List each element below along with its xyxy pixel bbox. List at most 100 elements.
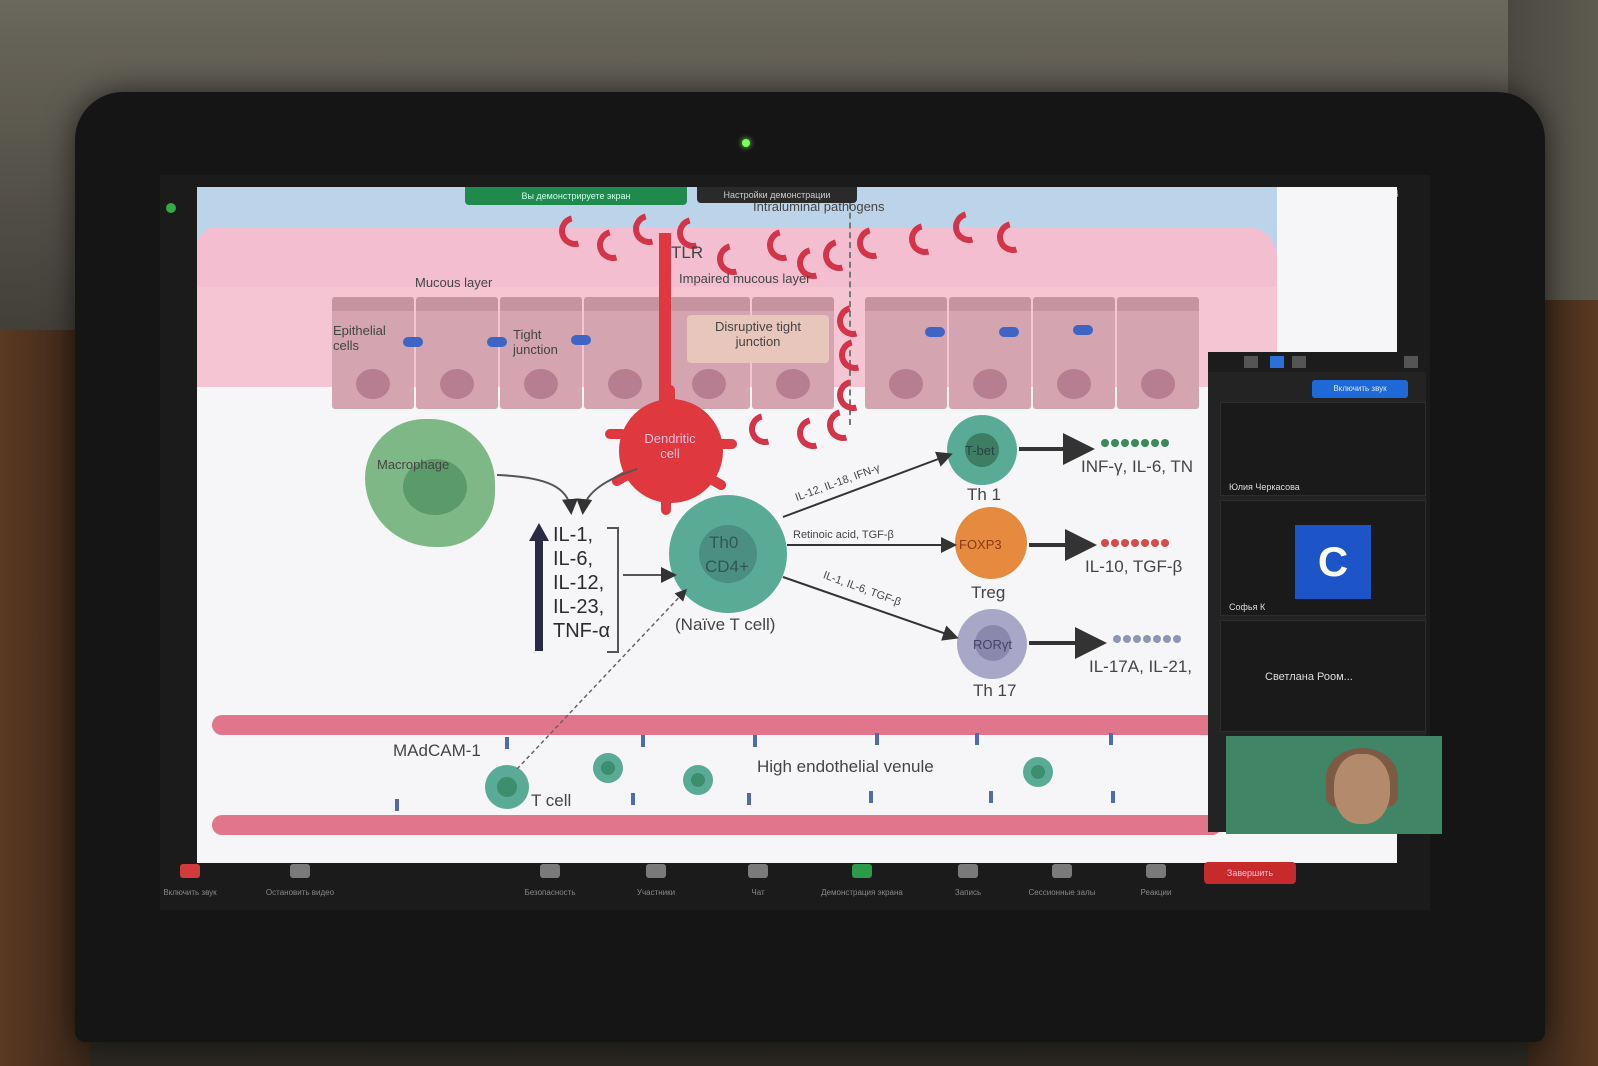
webcam-led-icon bbox=[742, 139, 750, 147]
madcam-receptor-icon bbox=[1111, 791, 1115, 803]
disruptive-junction-label: Disruptive tight junction bbox=[715, 319, 801, 349]
share-screen-icon bbox=[852, 864, 872, 878]
th1-cytokines-label: INF-γ, IL-6, TN bbox=[1081, 457, 1194, 476]
tight-junction-icon bbox=[999, 327, 1019, 337]
end-meeting-button[interactable]: Завершить bbox=[1204, 862, 1296, 884]
t-cell bbox=[485, 765, 529, 809]
toolbar-label: Демонстрация экрана bbox=[821, 888, 903, 897]
t-cell bbox=[683, 765, 713, 795]
chat-icon bbox=[748, 864, 768, 878]
epithelial-cell bbox=[949, 297, 1031, 409]
tight-junction-icon bbox=[925, 327, 945, 337]
participants-icon bbox=[646, 864, 666, 878]
participant-tile[interactable]: Юлия Черкасова bbox=[1220, 402, 1426, 496]
epithelial-cell bbox=[416, 297, 498, 409]
participant-tile[interactable]: Светлана Роом... bbox=[1220, 620, 1426, 732]
screen-share-banner[interactable]: Вы демонстрируете экран bbox=[465, 187, 687, 205]
epithelial-cell bbox=[1117, 297, 1199, 409]
tight-junction-icon bbox=[487, 337, 507, 347]
madcam-receptor-icon bbox=[989, 791, 993, 803]
breakout-rooms-button[interactable]: Сессионные залы bbox=[1012, 860, 1112, 910]
macrophage-cell bbox=[365, 419, 495, 547]
epithelial-cell bbox=[865, 297, 947, 409]
th1-cell bbox=[947, 415, 1017, 485]
microphone-muted-icon bbox=[180, 864, 200, 878]
th17-cell bbox=[957, 609, 1027, 679]
epithelial-cell bbox=[332, 297, 414, 409]
impaired-mucous-label: Impaired mucous layer bbox=[679, 271, 811, 286]
treg-pathway-label: Retinoic acid, TGF-β bbox=[793, 529, 894, 541]
t-cell bbox=[593, 753, 623, 783]
record-icon bbox=[958, 864, 978, 878]
epithelial-cell bbox=[584, 297, 666, 409]
arrow-to-th1 bbox=[782, 451, 953, 518]
stop-video-button[interactable]: Остановить видео bbox=[250, 860, 350, 910]
cytokine-item: IL-23, bbox=[553, 596, 605, 618]
layout-icon[interactable] bbox=[1292, 356, 1306, 368]
camera-icon bbox=[290, 864, 310, 878]
epithelial-cell bbox=[1033, 297, 1115, 409]
venule-wall-top bbox=[212, 715, 1222, 735]
gallery-view-icon[interactable] bbox=[1270, 356, 1284, 368]
madcam-receptor-icon bbox=[975, 733, 979, 745]
toolbar-label: Чат bbox=[751, 888, 765, 897]
madcam-receptor-icon bbox=[747, 793, 751, 805]
tbet-marker-label: T-bet bbox=[965, 443, 995, 458]
madcam-receptor-icon bbox=[753, 735, 757, 747]
participants-button[interactable]: Участники bbox=[606, 860, 706, 910]
breakout-rooms-icon bbox=[1052, 864, 1072, 878]
th1-cytokine-dots bbox=[1101, 439, 1169, 453]
tight-junction-icon bbox=[403, 337, 423, 347]
panel-options-icon[interactable] bbox=[1404, 356, 1418, 368]
participant-tile[interactable]: C Софья К bbox=[1220, 500, 1426, 616]
participant-name: Софья К bbox=[1229, 602, 1266, 612]
reactions-button[interactable]: Реакции bbox=[1106, 860, 1206, 910]
t-cell bbox=[1023, 757, 1053, 787]
security-button[interactable]: Безопасность bbox=[500, 860, 600, 910]
shield-icon bbox=[540, 864, 560, 878]
dendritic-cell-label: Dendritic cell bbox=[644, 431, 696, 461]
venule-label: High endothelial venule bbox=[757, 757, 934, 776]
participant-video[interactable] bbox=[1226, 736, 1442, 834]
epithelial-cells-label: Epithelial cells bbox=[333, 323, 386, 353]
toolbar-label: Безопасность bbox=[524, 888, 576, 897]
arrow-tcell-dashed bbox=[516, 588, 688, 770]
tlr-label: TLR bbox=[671, 243, 704, 262]
madcam-receptor-icon bbox=[1109, 733, 1113, 745]
madcam-receptor-icon bbox=[631, 793, 635, 805]
unmute-toolbar-button[interactable]: Включить звук bbox=[140, 860, 240, 910]
share-status-dot-icon bbox=[166, 203, 176, 213]
th17-cytokines-label: IL-17A, IL-21, bbox=[1089, 657, 1193, 676]
epithelium-right bbox=[865, 297, 1199, 409]
venule-wall-bottom bbox=[212, 815, 1222, 835]
epithelial-cell bbox=[500, 297, 582, 409]
cytokine-item: TNF-α bbox=[553, 620, 611, 642]
treg-cytokines-label: IL-10, TGF-β bbox=[1085, 557, 1183, 576]
toolbar-label: Включить звук bbox=[163, 888, 217, 897]
disruptive-junction-box bbox=[687, 315, 829, 363]
share-screen-button[interactable]: Демонстрация экрана bbox=[812, 860, 912, 910]
naive-t-cell-label: (Naïve T cell) bbox=[675, 615, 776, 634]
cytokine-item: IL-1, bbox=[553, 524, 594, 546]
cytokine-bracket bbox=[607, 527, 619, 653]
share-settings-menu[interactable]: Настройки демонстрации bbox=[697, 187, 857, 203]
arrow-dendritic bbox=[576, 468, 638, 515]
record-button[interactable]: Запись bbox=[918, 860, 1018, 910]
th17-cytokine-dots bbox=[1113, 635, 1181, 649]
dendritic-cell bbox=[605, 385, 737, 515]
toolbar-label: Участники bbox=[636, 888, 676, 897]
toolbar-label: Сессионные залы bbox=[1028, 888, 1096, 897]
chat-button[interactable]: Чат bbox=[708, 860, 808, 910]
foxp3-marker-label: FOXP3 bbox=[959, 537, 1002, 552]
minimize-icon[interactable] bbox=[1244, 356, 1258, 368]
divider-dashed-line bbox=[849, 193, 851, 425]
meeting-toolbar: Включить звук Остановить видео Безопасно… bbox=[160, 860, 1430, 910]
treg-name-label: Treg bbox=[971, 583, 1006, 602]
video-person-face bbox=[1334, 754, 1390, 824]
madcam-label: MAdCAM-1 bbox=[393, 741, 481, 760]
arrow-macrophage bbox=[496, 474, 578, 515]
panel-topbar bbox=[1208, 352, 1426, 372]
cytokine-item: IL-6, bbox=[553, 548, 594, 570]
unmute-button[interactable]: Включить звук bbox=[1312, 380, 1408, 398]
dendrite-extension bbox=[659, 233, 671, 408]
